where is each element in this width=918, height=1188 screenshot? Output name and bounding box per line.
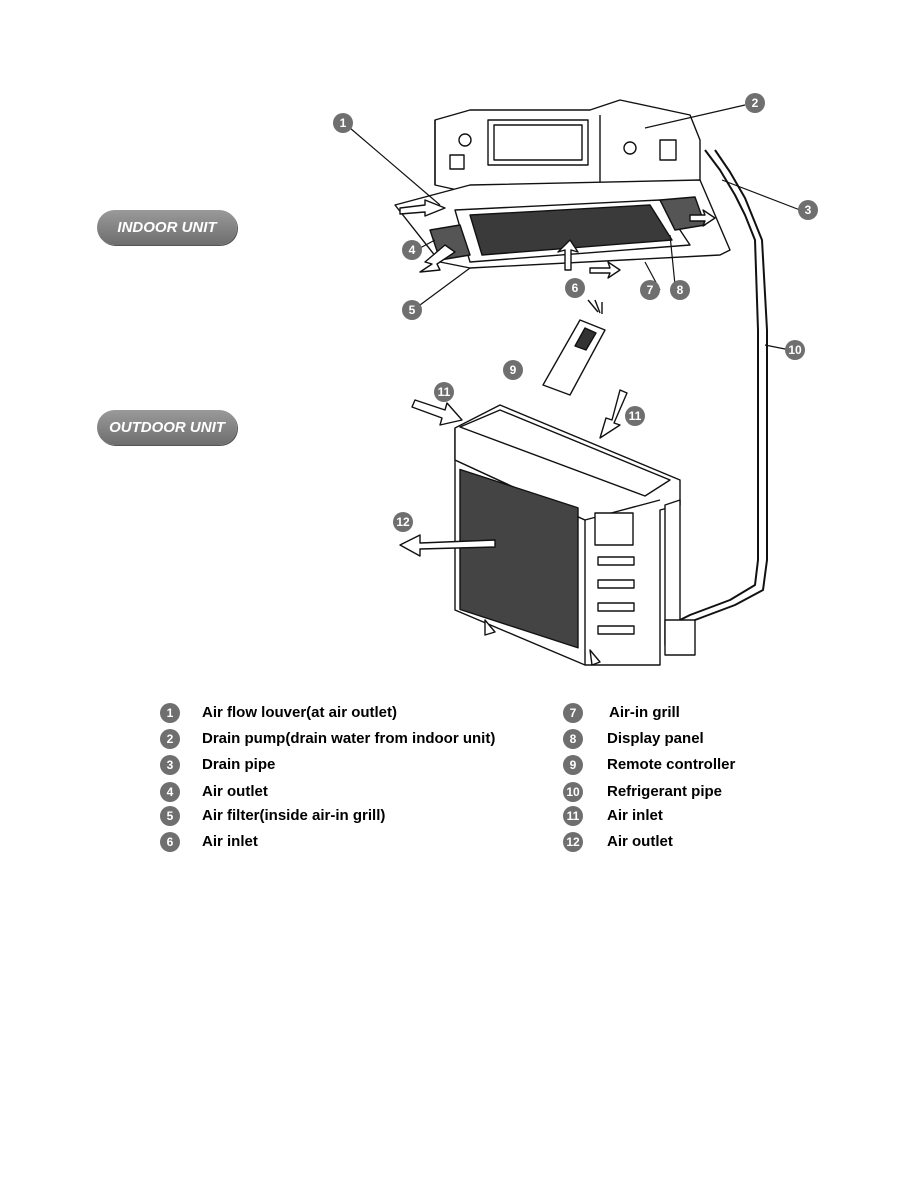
legend-number: 6	[160, 832, 180, 852]
callout-6: 6	[565, 278, 585, 298]
legend-text: Drain pump(drain water from indoor unit)	[202, 730, 496, 747]
legend-text: Air inlet	[202, 833, 258, 850]
callout-12: 12	[393, 512, 413, 532]
leader-lines	[349, 104, 801, 351]
legend-number: 5	[160, 806, 180, 826]
legend-text: Air filter(inside air-in grill)	[202, 807, 386, 824]
indoor-unit-panel	[394, 179, 731, 269]
legend-number: 3	[160, 755, 180, 775]
legend-number: 11	[563, 806, 583, 826]
indoor-unit-body	[434, 99, 701, 196]
callout-2: 2	[745, 93, 765, 113]
outdoor-unit-label: OUTDOOR UNIT	[97, 410, 237, 445]
legend-number: 10	[563, 782, 583, 802]
callout-5: 5	[402, 300, 422, 320]
callout-7: 7	[640, 280, 660, 300]
legend-number: 8	[563, 729, 583, 749]
legend-number: 9	[563, 755, 583, 775]
callout-11a: 11	[434, 382, 454, 402]
legend-number: 1	[160, 703, 180, 723]
remote-controller	[542, 299, 606, 396]
legend-text: Air flow louver(at air outlet)	[202, 704, 398, 721]
callout-4: 4	[402, 240, 422, 260]
legend-text: Remote controller	[607, 756, 736, 773]
legend-text: Air outlet	[607, 833, 673, 850]
legend-number: 2	[160, 729, 180, 749]
callout-8: 8	[670, 280, 690, 300]
callout-1: 1	[333, 113, 353, 133]
legend-text: Air-in grill	[609, 704, 680, 721]
legend-text: Air outlet	[202, 783, 268, 800]
indoor-airflow-arrows	[399, 199, 716, 279]
callout-9: 9	[503, 360, 523, 380]
legend-text: Refrigerant pipe	[607, 783, 723, 800]
outdoor-airflow-arrows	[399, 389, 628, 557]
callout-11b: 11	[625, 406, 645, 426]
callout-10: 10	[785, 340, 805, 360]
legend-number: 4	[160, 782, 180, 802]
legend-text: Air inlet	[607, 807, 663, 824]
outdoor-unit-body	[454, 404, 696, 666]
legend-number: 12	[563, 832, 583, 852]
legend-text: Display panel	[607, 730, 704, 747]
piping	[669, 149, 768, 631]
indoor-unit-label: INDOOR UNIT	[97, 210, 237, 245]
legend-text: Drain pipe	[202, 756, 276, 773]
callout-3: 3	[798, 200, 818, 220]
air-conditioner-diagram	[349, 99, 801, 666]
legend-number: 7	[563, 703, 583, 723]
